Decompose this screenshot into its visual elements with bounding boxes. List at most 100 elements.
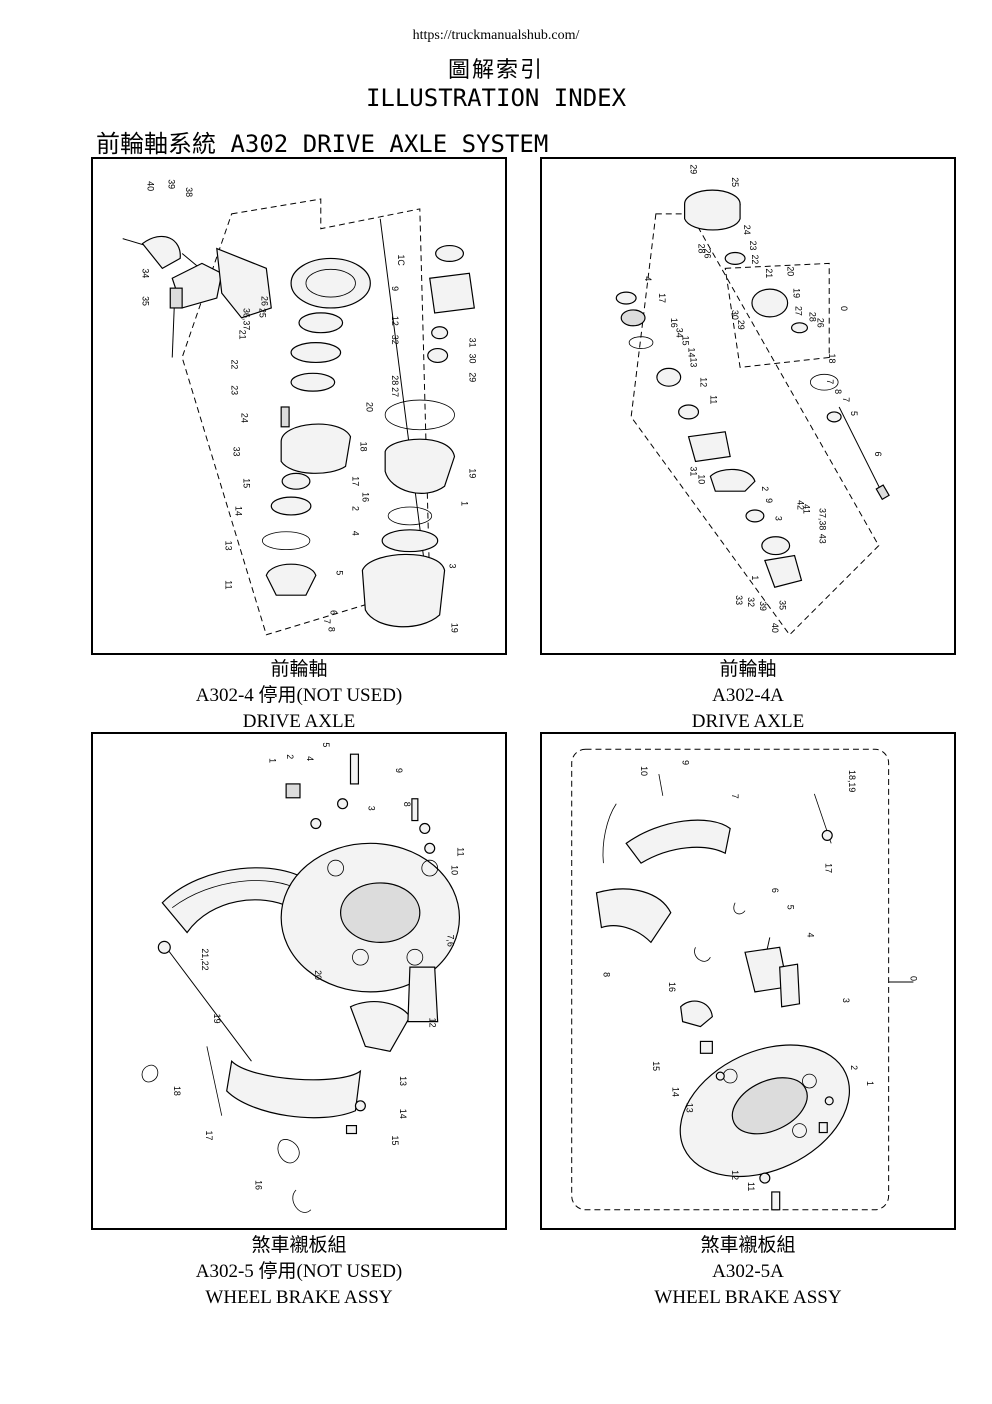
callout-2: 2 [849,1065,859,1070]
callout-19b: 19 [450,623,460,633]
callout-21: 21 [238,330,248,340]
caption-code: A302-5A [712,1261,784,1282]
callout-41: 41 [801,504,811,514]
callout-18: 18 [827,354,837,364]
callout-16: 16 [253,1180,263,1190]
callout-2: 2 [350,506,360,511]
callout-1: 1 [750,575,760,580]
callout-7b: 7 [841,397,851,402]
callout-9: 9 [390,286,400,291]
callout-0: 0 [908,976,918,981]
callout-35: 35 [141,296,151,306]
callout-20: 20 [313,970,323,980]
callout-26: 26 [702,249,712,259]
callout-3: 3 [841,998,851,1003]
callout-12: 12 [390,316,400,326]
caption-a302-5: 煞車襯板組 A302-5 停用(NOT USED) WHEEL BRAKE AS… [89,1233,509,1311]
callout-labels: 5 1 2 4 3 9 8 11 10 7,6 21,22 20 19 12 1… [172,742,465,1190]
callout-11: 11 [708,395,718,404]
caption-english: DRIVE AXLE [242,711,356,732]
callout-1c: 1C [396,254,406,266]
callout-24: 24 [240,413,250,423]
callout-42: 42 [796,500,806,510]
callout-5: 5 [335,570,345,575]
callout-8: 8 [833,389,843,394]
callout-22: 22 [230,359,240,369]
callout-32: 32 [390,335,400,345]
caption-chinese: 煞車襯板組 [700,1235,796,1256]
callout-14: 14 [398,1109,408,1119]
callout-32: 32 [746,597,756,607]
callout-17: 17 [657,293,667,303]
callout-23: 23 [748,241,758,251]
callout-11: 11 [746,1182,756,1191]
callout-9: 9 [764,498,774,503]
callout-33: 33 [734,595,744,605]
callout-0: 0 [839,306,849,311]
callout-11: 11 [455,847,465,856]
caption-chinese: 煞車襯板組 [251,1235,347,1256]
callout-7: 7 [730,794,740,799]
exploded-wheel-brake-diagram: 5 1 2 4 3 9 8 11 10 7,6 21,22 20 19 12 1… [141,742,465,1213]
callout-30: 30 [467,354,477,364]
callout-18: 18 [358,442,368,452]
callout-8: 8 [601,972,611,977]
callout-25: 25 [257,308,267,318]
callout-28b: 28 [807,312,817,322]
callout-labels: 29 25 28 26 24 23 22 21 20 19 0 30 29 27… [643,164,883,633]
callout-30: 30 [730,310,740,320]
callout-6: 6 [329,610,339,615]
diagram-panel-a302-4a: 29 25 28 26 24 23 22 21 20 19 0 30 29 27… [540,157,956,655]
callout-18-19: 18,19 [847,770,857,792]
callout-29: 29 [467,372,477,382]
callout-19: 19 [467,468,477,478]
callout-17: 17 [350,476,360,486]
callout-10: 10 [696,474,706,484]
caption-chinese: 前輪軸 [719,659,777,680]
callout-4: 4 [643,276,653,281]
callout-27: 27 [390,387,400,397]
callout-1: 1 [267,758,277,763]
callout-15: 15 [390,1136,400,1146]
callout-8: 8 [327,627,337,632]
callout-38: 38 [184,187,194,197]
callout-29b: 29 [736,320,746,330]
callout-12: 12 [730,1170,740,1180]
callout-29: 29 [689,164,699,174]
exploded-drive-axle-4a-diagram: 29 25 28 26 24 23 22 21 20 19 0 30 29 27… [615,164,890,636]
callout-20: 20 [786,266,796,276]
exploded-drive-axle-diagram: 40 39 38 34 35 36,37 26 25 21 22 23 24 3… [122,179,478,636]
callout-14: 14 [234,506,244,516]
page-title-chinese: 圖解索引 [447,58,544,83]
callout-16: 16 [360,492,370,502]
callout-25: 25 [730,177,740,187]
callout-3: 3 [366,806,376,811]
callout-16: 16 [669,318,679,328]
callout-14: 14 [671,1087,681,1097]
callout-labels: 40 39 38 34 35 36,37 26 25 21 22 23 24 3… [141,179,478,633]
callout-36-37: 36,37 [242,308,252,330]
callout-3: 3 [448,563,458,568]
caption-code: A302-4A [712,685,784,706]
callout-15: 15 [242,478,252,488]
callout-23: 23 [230,385,240,395]
callout-14: 14 [687,348,697,358]
callout-13: 13 [689,357,699,367]
callout-31: 31 [689,466,699,476]
callout-4: 4 [805,932,815,937]
callout-15: 15 [651,1061,661,1071]
callout-26: 26 [259,296,269,306]
callout-4: 4 [350,531,360,536]
callout-15: 15 [681,336,691,346]
callout-11: 11 [224,580,234,589]
callout-17: 17 [823,863,833,873]
caption-a302-5a: 煞車襯板組 A302-5A WHEEL BRAKE ASSY [538,1233,958,1311]
callout-40: 40 [145,181,155,191]
caption-english: WHEEL BRAKE ASSY [654,1287,842,1308]
callout-8: 8 [402,802,412,807]
callout-18: 18 [172,1086,182,1096]
source-url[interactable]: https://truckmanualshub.com/ [412,28,580,43]
caption-english: WHEEL BRAKE ASSY [205,1287,393,1308]
callout-6: 6 [770,888,780,893]
diagram-panel-a302-5: 5 1 2 4 3 9 8 11 10 7,6 21,22 20 19 12 1… [91,732,507,1230]
